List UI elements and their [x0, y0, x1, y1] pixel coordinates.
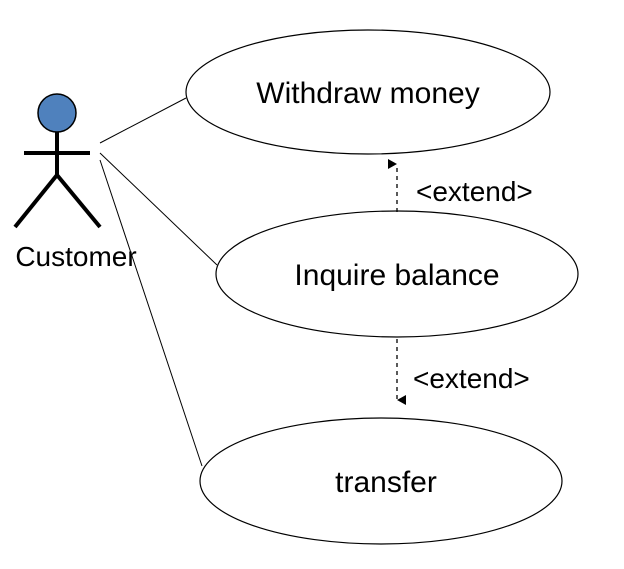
use-case-label: Withdraw money [256, 77, 479, 110]
actor-customer[interactable]: Customer [13, 93, 137, 272]
use-case-label: Inquire balance [294, 259, 499, 292]
use-case-label: transfer [335, 466, 437, 499]
extend-label-lower: <extend> [413, 363, 530, 394]
association-withdraw-money [99, 97, 187, 144]
use-case-ellipse [199, 417, 563, 545]
use-case-inquire-balance[interactable]: Inquire balance [215, 210, 579, 338]
actor-left-leg [13, 173, 59, 229]
use-case-ellipse [185, 29, 551, 155]
use-case-transfer[interactable]: transfer [199, 417, 563, 545]
actor-right-leg [55, 173, 102, 229]
association-inquire-balance [99, 152, 218, 266]
association-transfer [99, 159, 203, 467]
use-case-withdraw-money[interactable]: Withdraw money [185, 29, 551, 155]
actor-head [37, 93, 77, 133]
actor-name: Customer [15, 241, 136, 272]
extend-label-upper: <extend> [416, 176, 533, 207]
